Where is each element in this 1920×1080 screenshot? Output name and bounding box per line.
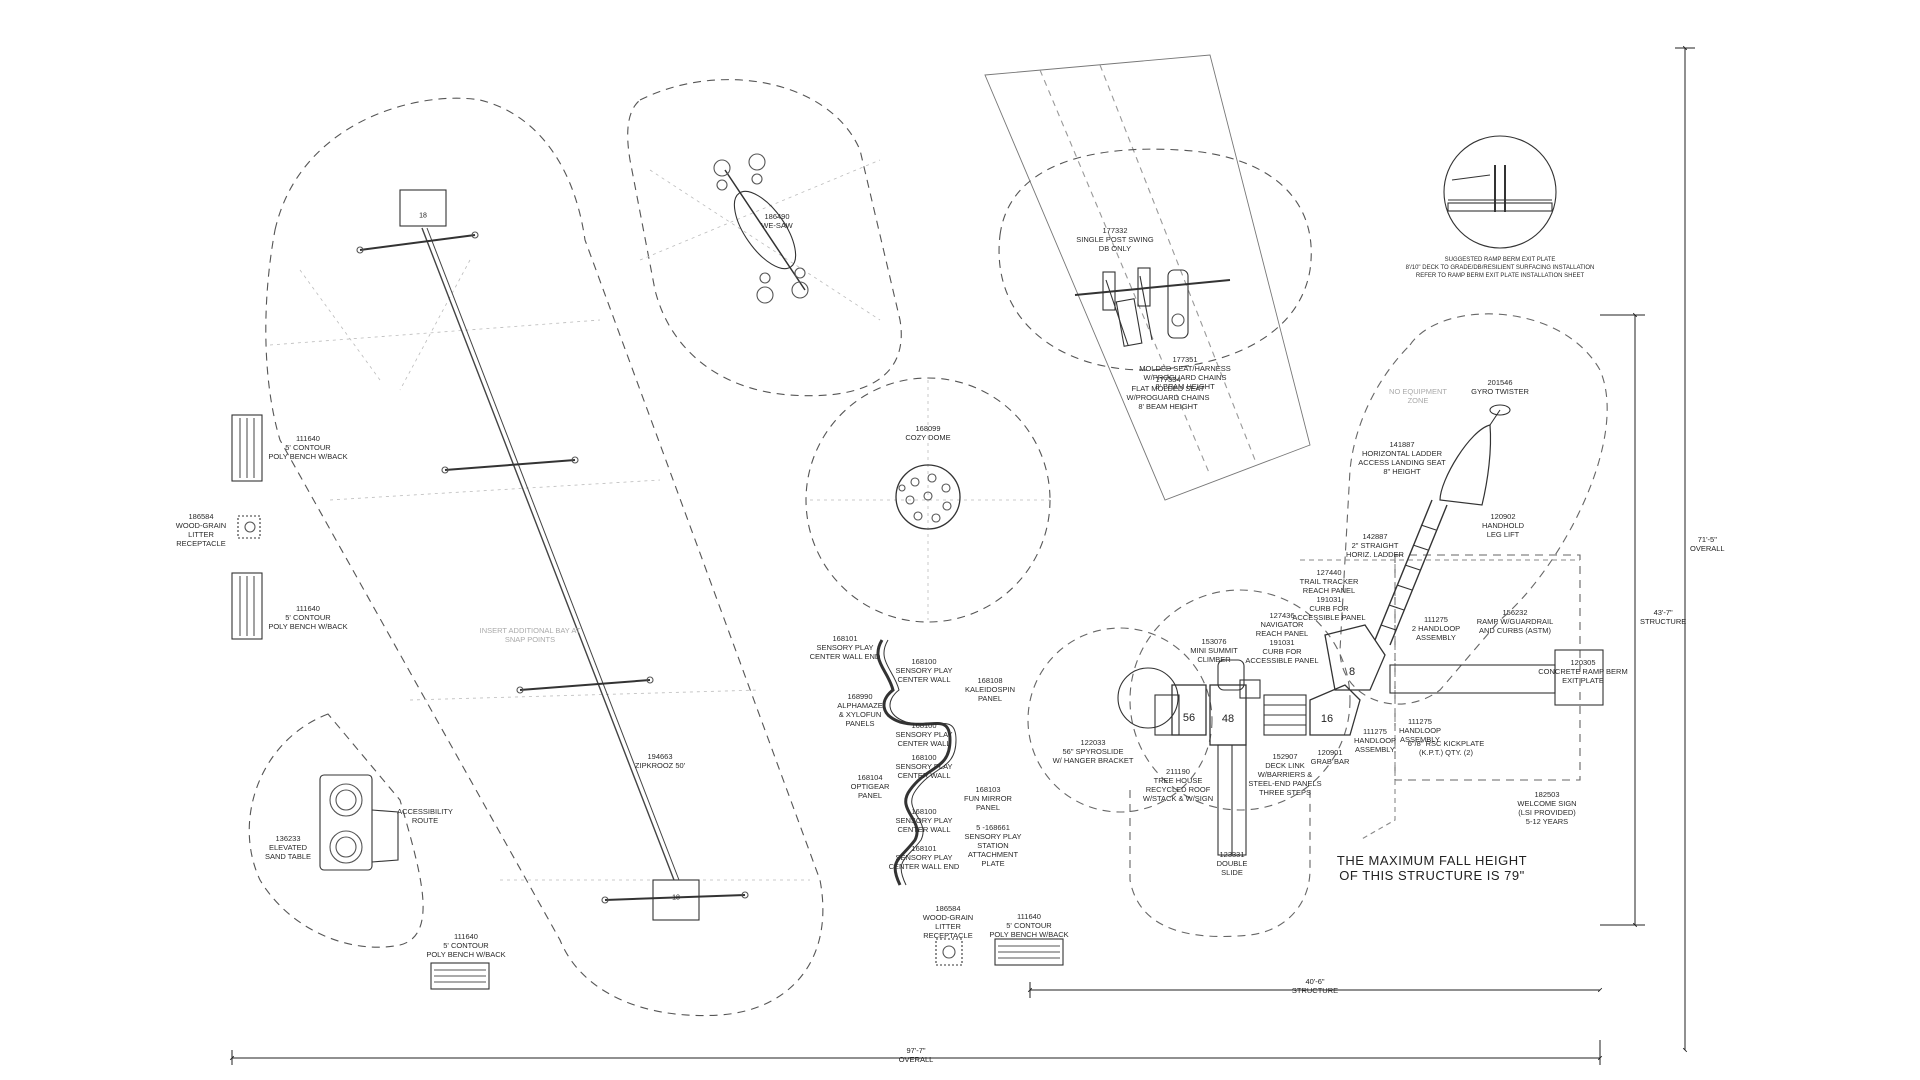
zipkrooz-platform-top-number: 18 [419,212,427,220]
zipkrooz-use-zone [265,97,824,1017]
litter-receptacle-bottom [935,938,963,966]
deck-height-48: 48 [1221,713,1235,725]
deck-height-8: 8 [1348,666,1356,678]
dimension-structure-width: 40'-6"STRUCTURE [1291,977,1339,995]
accessible-route [1300,555,1580,841]
sand-table-zone [248,713,424,948]
we-saw-zone [627,79,902,397]
litter-receptacle-left [237,515,261,539]
dimension-overall-width: 97'-7"OVERALL [898,1046,934,1064]
we-saw [713,153,809,304]
bench-left-top [231,414,263,482]
berm-exit-plate-detail [1443,135,1557,249]
structure-use-zones [1027,313,1608,938]
swing-zone [984,54,1312,501]
play-structure [1117,404,1604,856]
dimension-lines [229,45,1695,1065]
dimension-structure-height: 43'-7"STRUCTURE [1640,608,1687,626]
label-kickplate: 6"/8" RSC KICKPLATE(K.P.T.) QTY. (2) [1407,739,1485,757]
bench-left-bottom [231,572,263,640]
deck-height-16: 16 [1320,713,1334,725]
single-post-swing [1074,267,1231,347]
dimension-overall-height: 71'-5"OVERALL [1690,535,1725,553]
zipkrooz-platform-bottom-number: 18 [672,894,680,902]
cozy-dome [895,464,961,530]
bench-bottom-left [430,962,490,990]
zipkrooz [356,189,749,921]
bench-bottom-center [994,938,1064,966]
sensory-play-wall [876,639,957,886]
deck-height-56: 56 [1182,712,1196,724]
